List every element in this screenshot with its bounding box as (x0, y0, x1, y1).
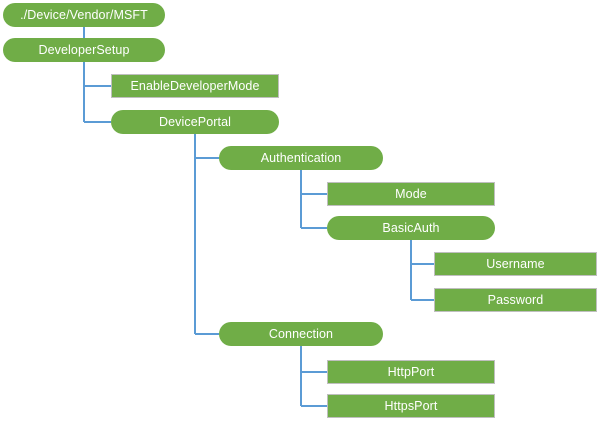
tree-node-root[interactable]: ./Device/Vendor/MSFT (3, 3, 165, 27)
tree-node-devportal[interactable]: DevicePortal (111, 110, 279, 134)
tree-node-password[interactable]: Password (434, 288, 597, 312)
tree-node-basicauth[interactable]: BasicAuth (327, 216, 495, 240)
tree-node-httpsport[interactable]: HttpsPort (327, 394, 495, 418)
tree-node-mode[interactable]: Mode (327, 182, 495, 206)
tree-node-auth[interactable]: Authentication (219, 146, 383, 170)
tree-node-devsetup[interactable]: DeveloperSetup (3, 38, 165, 62)
tree-node-httpport[interactable]: HttpPort (327, 360, 495, 384)
tree-node-username[interactable]: Username (434, 252, 597, 276)
tree-node-enabledev[interactable]: EnableDeveloperMode (111, 74, 279, 98)
tree-node-connection[interactable]: Connection (219, 322, 383, 346)
